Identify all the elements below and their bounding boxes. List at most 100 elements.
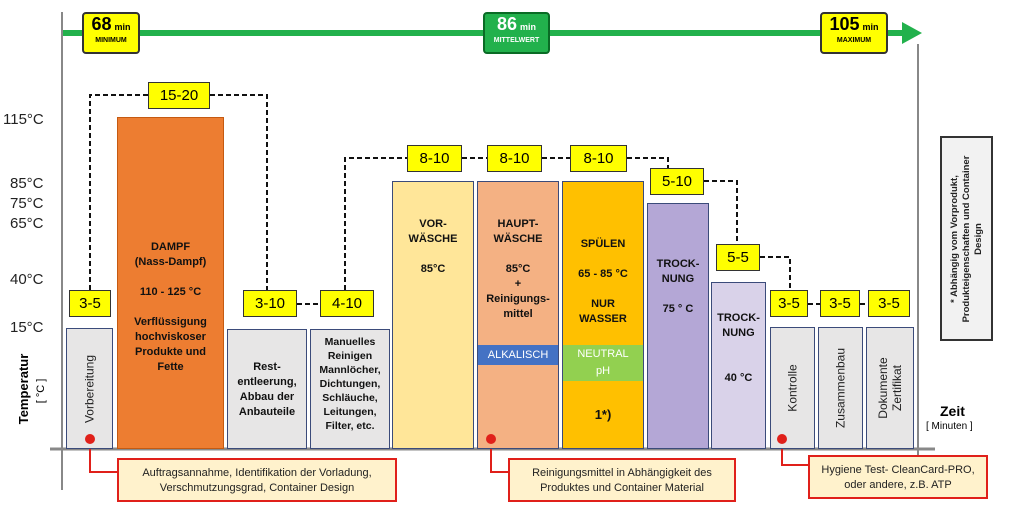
dampf-line: Produkte und — [135, 346, 206, 358]
manuelles-line: Leitungen, — [323, 406, 377, 418]
note-line: Hygiene Test- CleanCard-PRO, — [821, 464, 975, 476]
alkalisch-band: ALKALISCH — [478, 345, 558, 365]
dampf-line: Fette — [157, 361, 184, 373]
side-note-line: * Abhängig vom Vorprodukt, — [948, 174, 960, 303]
min-label: MINIMUM — [95, 37, 127, 44]
spuelen-line: NUR — [591, 298, 615, 310]
dampf-line: 110 - 125 °C — [139, 286, 202, 298]
duration-vorwaesche: 8-10 — [407, 145, 462, 172]
avg-unit: min — [520, 22, 537, 32]
spuelen-line: WASSER — [579, 313, 627, 325]
step-trocknung-1: TROCK- NUNG 75 ° C — [647, 203, 709, 449]
trocknung2-line — [712, 356, 765, 371]
max-label: MAXIMUM — [836, 37, 872, 44]
note-reinigungsmittel: Reinigungsmittel in Abhängigkeit des Pro… — [508, 458, 736, 502]
restentleerung-line: Anbauteile — [238, 406, 296, 418]
trocknung1-line: TROCK- — [656, 258, 700, 270]
restentleerung-line: Abbau der — [239, 391, 295, 403]
side-note-line: Produkteigenschaften und Container — [960, 155, 972, 322]
duration-dokumente: 3-5 — [868, 290, 910, 317]
note-line: Reinigungsmittel in Abhängigkeit des — [532, 467, 712, 479]
duration-connectors — [89, 94, 868, 305]
hauptwaesche-line — [478, 247, 558, 262]
y-tick-75: 75°C — [10, 195, 44, 212]
y-tick-65: 65°C — [10, 215, 44, 232]
step-dokumente: Dokumente Zertifikat — [866, 327, 914, 449]
avg-label: MITTELWERT — [493, 37, 540, 44]
trocknung2-line: 40 °C — [724, 372, 753, 384]
note-marker-1 — [85, 434, 95, 444]
max-unit: min — [862, 22, 879, 32]
x-axis-unit: [ Minuten ] — [926, 421, 973, 432]
step-manuelles-text: Manuelles Reinigen Mannlöcher, Dichtunge… — [311, 335, 389, 433]
y-tick-115: 115°C — [3, 111, 44, 128]
step-restentleerung-text: Rest- entleerung, Abbau der Anbauteile — [228, 360, 306, 420]
hauptwaesche-line: Reinigungs- — [486, 293, 550, 305]
trocknung1-line: NUNG — [661, 273, 695, 285]
note-auftragsannahme: Auftragsannahme, Identifikation der Vorl… — [117, 458, 397, 502]
vorwaesche-line — [393, 247, 473, 262]
duration-zusammenbau: 3-5 — [820, 290, 860, 317]
step-dampf-text: DAMPF (Nass-Dampf) 110 - 125 °C Verflüss… — [118, 240, 223, 375]
manuelles-line: Dichtungen, — [319, 378, 381, 390]
manuelles-line: Filter, etc. — [325, 420, 375, 432]
step-dokumente-label: Dokumente Zertifikat — [876, 357, 904, 418]
spuelen-footnote: 1*) — [594, 407, 612, 422]
y-tick-40: 40°C — [10, 271, 44, 288]
manuelles-line: Schläuche, — [322, 392, 378, 404]
spuelen-line — [563, 282, 643, 297]
duration-vorbereitung: 3-5 — [69, 290, 111, 317]
step-vorbereitung-label: Vorbereitung — [82, 354, 96, 423]
y-axis-unit: [ °C ] — [35, 378, 47, 404]
duration-manuelles: 4-10 — [320, 290, 374, 317]
hauptwaesche-line: HAUPT- — [497, 218, 539, 230]
hauptwaesche-line: + — [514, 278, 522, 290]
step-vorwaesche: VOR- WÄSCHE 85°C — [392, 181, 474, 449]
step-vorwaesche-text: VOR- WÄSCHE 85°C — [393, 217, 473, 277]
restentleerung-line: entleerung, — [237, 376, 297, 388]
manuelles-line: Reinigen — [327, 350, 373, 362]
side-note-text: * Abhängig vom Vorprodukt, Produkteigens… — [949, 141, 985, 336]
step-trocknung-1-text: TROCK- NUNG 75 ° C — [648, 257, 708, 317]
manuelles-line: Manuelles — [324, 336, 376, 348]
step-zusammenbau-label: Zusammenbau — [833, 347, 847, 429]
dokumente-line: Zertifikat — [890, 365, 904, 412]
hauptwaesche-line: WÄSCHE — [493, 233, 543, 245]
duration-dampf: 15-20 — [148, 82, 210, 109]
note-line: Produktes und Container Material — [540, 482, 704, 494]
vorwaesche-line: VOR- — [419, 218, 447, 230]
trocknung2-line — [712, 341, 765, 356]
note-marker-2 — [486, 434, 496, 444]
vorwaesche-line: 85°C — [420, 263, 446, 275]
side-note-line: Design — [972, 222, 984, 255]
neutral-band: NEUTRAL pH — [563, 345, 643, 381]
duration-spuelen: 8-10 — [570, 145, 627, 172]
dampf-line: (Nass-Dampf) — [134, 256, 207, 268]
dokumente-line: Dokumente — [876, 357, 890, 419]
hauptwaesche-line: mittel — [503, 308, 533, 320]
min-value: 68 — [91, 14, 112, 34]
step-trocknung-2-text: TROCK- NUNG 40 °C — [712, 311, 765, 386]
max-value: 105 — [829, 14, 860, 34]
note-line: Auftragsannahme, Identifikation der Vorl… — [142, 467, 372, 479]
duration-restentleerung: 3-10 — [243, 290, 297, 317]
hauptwaesche-line: 85°C — [505, 263, 531, 275]
manuelles-line: Mannlöcher, — [319, 364, 381, 376]
duration-hauptwaesche: 8-10 — [487, 145, 542, 172]
dampf-line: DAMPF — [150, 241, 191, 253]
note-marker-3 — [777, 434, 787, 444]
min-unit: min — [114, 22, 131, 32]
avg-value: 86 — [496, 14, 517, 34]
dampf-line: Verflüssigung — [134, 316, 207, 328]
dampf-line: hochviskoser — [135, 331, 206, 343]
step-spuelen-text: SPÜLEN 65 - 85 °C NUR WASSER — [563, 237, 643, 327]
side-note-box: * Abhängig vom Vorprodukt, Produkteigens… — [940, 136, 993, 341]
trocknung1-line: 75 ° C — [662, 303, 694, 315]
y-tick-15: 15°C — [10, 319, 44, 336]
neutral-line: pH — [595, 365, 611, 377]
trocknung2-line: NUNG — [722, 327, 755, 339]
